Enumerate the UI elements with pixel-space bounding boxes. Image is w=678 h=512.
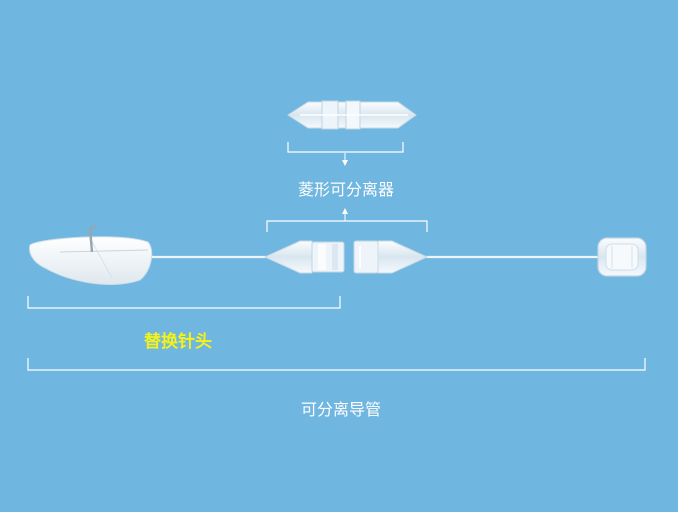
arrow-down-icon xyxy=(342,160,348,166)
left-cone-connector xyxy=(263,240,345,274)
catheter-bracket xyxy=(27,358,646,371)
connector-bracket-bottom xyxy=(266,208,428,232)
connector-bracket-top xyxy=(287,142,404,166)
replace-needle-label: 替换针头 xyxy=(144,332,212,352)
connector-label: 菱形可分离器 xyxy=(297,180,395,199)
catheter-label: 可分离导管 xyxy=(300,400,382,419)
arrow-up-icon xyxy=(342,208,348,214)
needle-bracket xyxy=(27,296,341,309)
butterfly-needle-image xyxy=(29,225,153,285)
right-cone-connector xyxy=(353,240,429,274)
luer-hub-image xyxy=(597,237,647,277)
diamond-connector-image xyxy=(287,100,417,130)
